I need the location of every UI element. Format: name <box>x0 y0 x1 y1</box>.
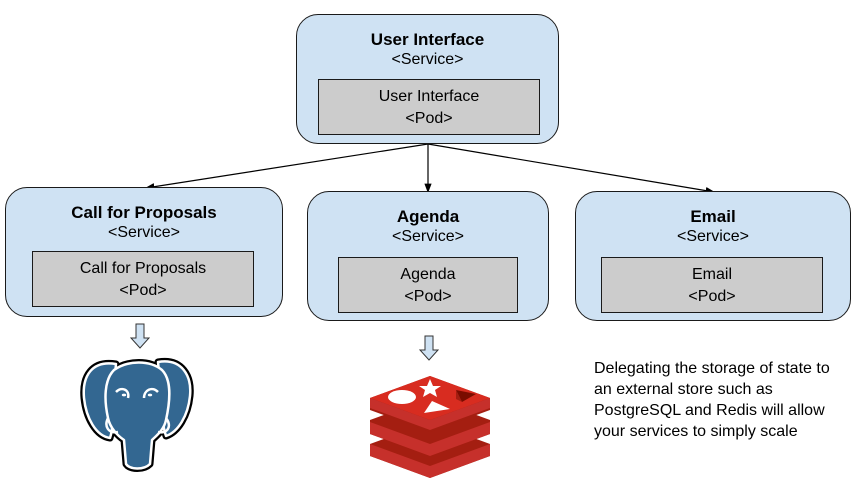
pod-kind-label: <Pod> <box>119 282 167 299</box>
service-kind-label: <Service> <box>676 228 750 245</box>
service-title: Call for Proposals <box>71 203 217 222</box>
postgresql-elephant-icon <box>80 357 194 472</box>
pod-kind-label: <Pod> <box>405 110 453 127</box>
pod-kind-label: <Pod> <box>404 288 452 305</box>
edge-ui-to-cfp <box>144 143 429 191</box>
pod-name: Email <box>691 266 732 283</box>
pod-name: Call for Proposals <box>79 260 207 277</box>
service-kind-label: <Service> <box>391 228 465 245</box>
service-title: User Interface <box>370 30 485 49</box>
edge-ui-to-email <box>427 143 716 195</box>
redis-stack-icon <box>370 376 490 478</box>
service-kind-label: <Service> <box>391 51 464 68</box>
pod-name: Agenda <box>400 266 456 283</box>
down-arrow-icon <box>419 335 439 361</box>
pod-email[interactable]: Email <Pod> <box>601 257 823 313</box>
service-email[interactable]: Email <Service> Email <Pod> <box>575 191 851 321</box>
service-user-interface[interactable]: User Interface <Service> User Interface … <box>296 14 559 144</box>
pod-kind-label: <Pod> <box>688 288 736 305</box>
pod-name: User Interface <box>378 88 480 105</box>
service-call-for-proposals[interactable]: Call for Proposals <Service> Call for Pr… <box>5 187 283 317</box>
service-title: Agenda <box>396 207 460 226</box>
service-kind-label: <Service> <box>107 224 181 241</box>
pod-call-for-proposals[interactable]: Call for Proposals <Pod> <box>32 251 254 307</box>
pod-agenda[interactable]: Agenda <Pod> <box>338 257 518 313</box>
service-agenda[interactable]: Agenda <Service> Agenda <Pod> <box>307 191 549 321</box>
pod-user-interface[interactable]: User Interface <Pod> <box>318 79 540 135</box>
down-arrow-icon <box>130 323 150 349</box>
service-title: Email <box>690 207 736 226</box>
note-text: Delegating the storage of state to an ex… <box>594 360 830 440</box>
